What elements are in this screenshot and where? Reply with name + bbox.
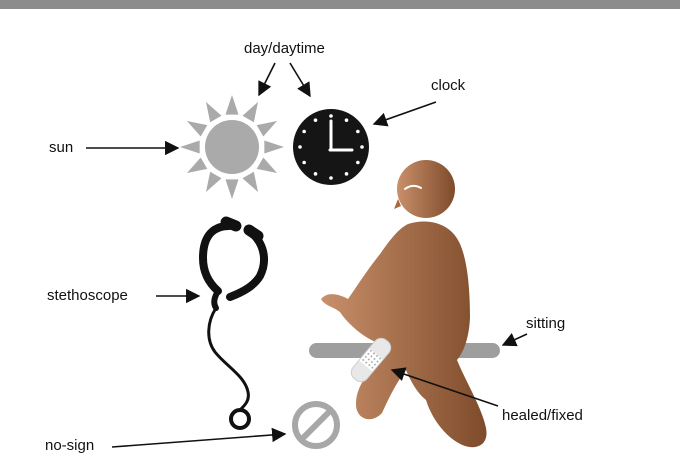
sun-ray [264,140,284,153]
person-body [321,221,486,447]
clock-tick [345,172,349,176]
label-stethoscope: stethoscope [47,287,128,304]
clock-tick [345,118,349,122]
sun-ray [257,121,277,137]
sun-ray [242,102,258,122]
label-healed-fixed: healed/fixed [502,407,583,424]
label-day-daytime: day/daytime [244,40,325,57]
clock-tick [302,161,306,165]
sun-ray [180,140,200,153]
arrow-to-bench [503,334,527,345]
stethoscope-icon [203,222,264,428]
label-clock: clock [431,77,466,94]
clock-tick [356,130,360,134]
sun-ray [257,157,277,173]
sun-ray [225,95,238,115]
person-sitting-icon [321,160,486,447]
label-no-sign: no-sign [45,437,94,454]
sun-disc [205,120,259,174]
arrow-day-to-clock [290,63,310,96]
clock-tick [356,161,360,165]
sun-ray [206,102,222,122]
arrow-to-no-sign [112,434,285,447]
clock-tick [298,145,302,149]
clock-tick [314,118,318,122]
sun-ray [206,172,222,192]
arrow-day-to-sun [259,63,275,95]
clock-tick [329,176,333,180]
clock-tick [302,130,306,134]
sun-ray [187,121,207,137]
label-sun: sun [49,139,73,156]
top-bar [0,0,680,9]
clock-tick [314,172,318,176]
sun-ray [187,157,207,173]
sun-ray [242,172,258,192]
clock-tick [360,145,364,149]
clock-tick [329,114,333,118]
sun-ray [225,179,238,199]
label-sitting: sitting [526,315,565,332]
sun-icon [180,95,284,199]
no-sign-icon [295,404,337,446]
arrow-to-clock [374,102,436,124]
clock-icon [293,109,369,185]
